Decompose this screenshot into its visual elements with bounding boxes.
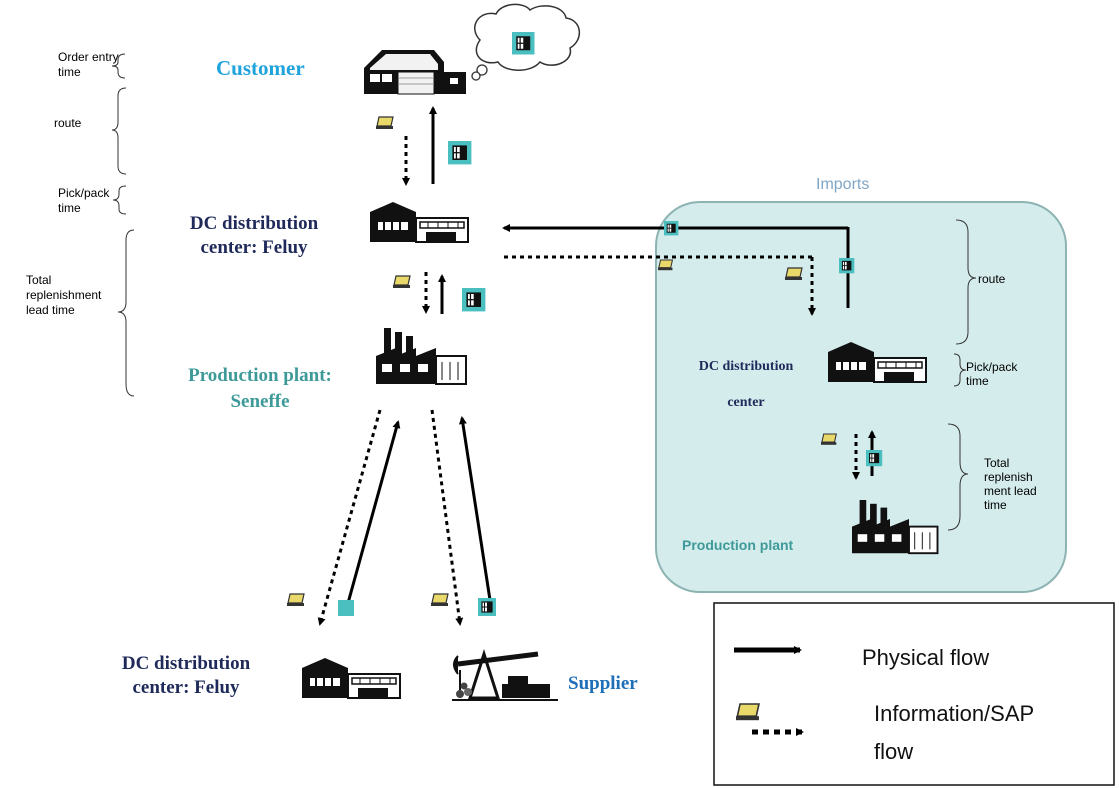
imports-pick-pack-label: Pick/pack bbox=[966, 360, 1018, 374]
order-entry-label-2: time bbox=[58, 65, 81, 79]
legend-info-label: Information/SAP bbox=[874, 701, 1035, 726]
package-icon bbox=[461, 287, 487, 313]
pick-pack-label: Pick/pack bbox=[58, 186, 110, 200]
thought-bubble-icon bbox=[471, 3, 580, 81]
route-label: route bbox=[54, 116, 82, 130]
dc-feluy-label-line1: DC distribution bbox=[189, 213, 319, 234]
total-replenishment-label: Total bbox=[26, 273, 52, 287]
imports-total-label: Total bbox=[984, 456, 1010, 470]
bottom-dc-label-line1: DC distribution bbox=[121, 653, 251, 674]
info-flow-arrow bbox=[317, 409, 382, 626]
laptop-icon bbox=[430, 593, 449, 607]
info-flow-arrow bbox=[430, 409, 464, 626]
imports-total-label-4: time bbox=[984, 498, 1007, 512]
imports-pick-pack-label-2: time bbox=[966, 374, 989, 388]
package-icon bbox=[477, 597, 497, 617]
laptop-icon bbox=[286, 593, 305, 607]
customer-warehouse-icon bbox=[364, 50, 466, 95]
laptop-icon bbox=[392, 275, 411, 289]
total-replenishment-label-2: replenishment bbox=[26, 288, 102, 302]
dc-feluy-building-icon bbox=[369, 201, 469, 243]
laptop-icon bbox=[784, 267, 803, 281]
imports-total-label-3: ment lead bbox=[984, 484, 1037, 498]
supplier-oil-pump-icon bbox=[452, 649, 558, 701]
package-icon bbox=[663, 220, 679, 236]
total-replenishment-label-3: lead time bbox=[26, 303, 75, 317]
supplier-label: Supplier bbox=[568, 673, 638, 694]
legend-box bbox=[713, 602, 1115, 786]
imports-dc-label-line1: DC distribution bbox=[698, 359, 794, 374]
pick-pack-label-2: time bbox=[58, 201, 81, 215]
laptop-icon bbox=[657, 259, 673, 271]
imports-title: Imports bbox=[816, 176, 870, 193]
package-icon bbox=[865, 449, 883, 467]
bottom-dc-label-line2: center: Feluy bbox=[132, 677, 240, 698]
legend-info-label-2: flow bbox=[874, 739, 914, 764]
imports-dc-label-line2: center bbox=[727, 395, 765, 410]
plant-factory-icon bbox=[375, 327, 467, 385]
dc-feluy-label-line2: center: Feluy bbox=[200, 237, 308, 258]
laptop-icon bbox=[375, 116, 394, 130]
laptop-icon bbox=[820, 433, 837, 446]
left-braces bbox=[111, 53, 135, 397]
bottom-dc-building-icon bbox=[301, 657, 401, 699]
package-icon bbox=[838, 257, 855, 274]
physical-flow-arrow bbox=[343, 420, 401, 615]
imports-region bbox=[655, 201, 1067, 593]
imports-total-label-2: replenish bbox=[984, 470, 1033, 484]
physical-flow-arrow bbox=[458, 416, 492, 601]
plant-label-line2: Seneffe bbox=[230, 391, 290, 412]
package-icon bbox=[447, 140, 473, 166]
imports-plant-label: Production plant bbox=[682, 537, 794, 553]
customer-label: Customer bbox=[216, 56, 305, 80]
legend-laptop-icon bbox=[735, 703, 760, 722]
right-braces bbox=[947, 219, 977, 531]
legend-physical-label: Physical flow bbox=[862, 645, 990, 670]
package-icon bbox=[338, 600, 354, 616]
order-entry-label: Order entry bbox=[58, 50, 119, 64]
imports-route-label: route bbox=[978, 272, 1006, 286]
plant-label-line1: Production plant: bbox=[188, 365, 332, 386]
